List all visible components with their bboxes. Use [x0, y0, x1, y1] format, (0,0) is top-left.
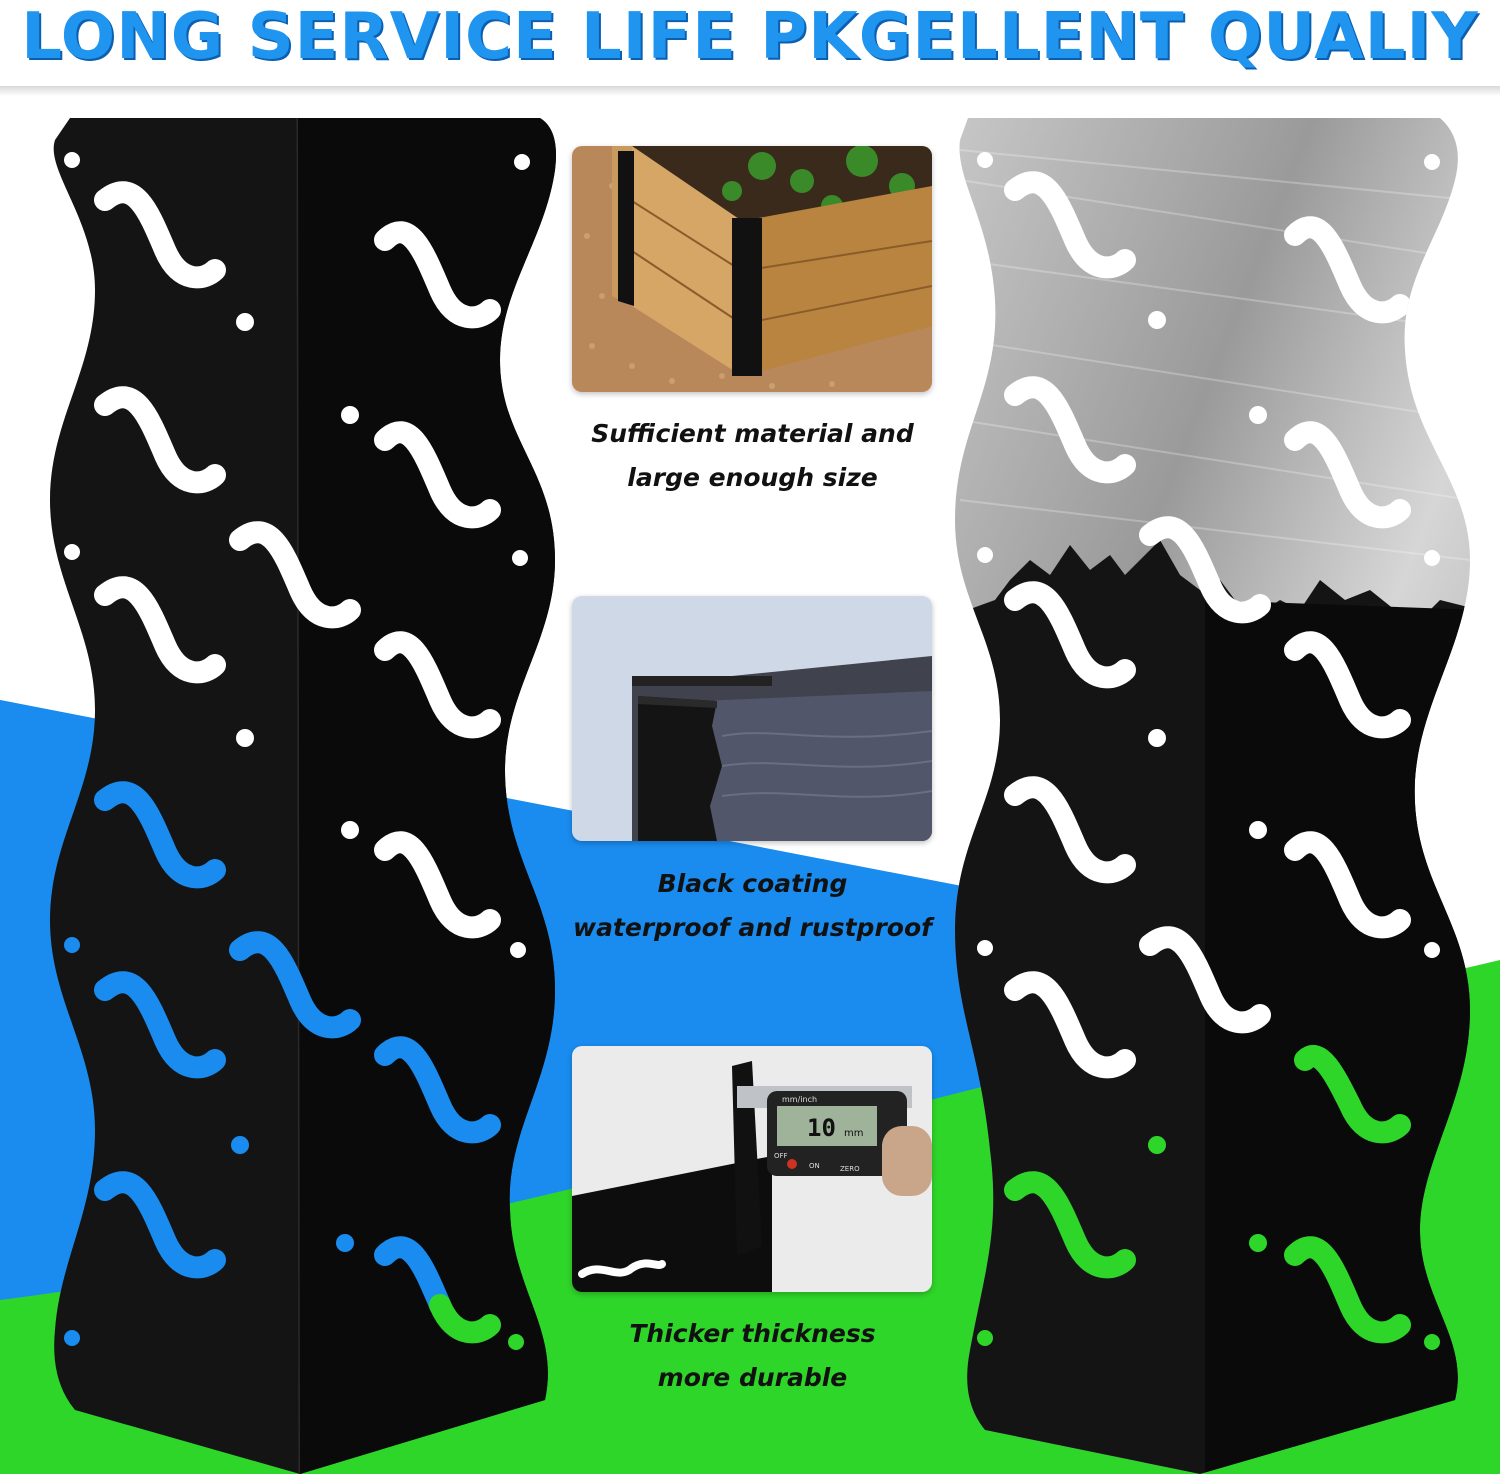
caliper-photo: 10 mm mm/inch OFF ON ZERO: [572, 1046, 932, 1292]
feature-1-line2: large enough size: [627, 463, 878, 492]
feature-3-line1: Thicker thickness: [629, 1319, 876, 1348]
feature-caption-3: Thicker thickness more durable: [540, 1312, 965, 1400]
headline-text: LONG SERVICE LIFE PKGELLENT QUALIY: [21, 0, 1479, 74]
black-coating-photo: [572, 596, 932, 841]
caliper-btn-on: ON: [809, 1162, 820, 1170]
steel-to-black-bracket-right: [955, 118, 1470, 1474]
feature-3-line2: more durable: [657, 1363, 848, 1392]
header-divider: [0, 86, 1500, 96]
headline-banner: LONG SERVICE LIFE PKGELLENT QUALIY: [0, 0, 1500, 88]
caliper-brand: mm/inch: [782, 1095, 817, 1104]
raised-bed-photo: [572, 146, 932, 392]
feature-1-line1: Sufficient material and: [591, 419, 914, 448]
feature-2-line2: waterproof and rustproof: [572, 913, 933, 942]
caliper-reading: 10: [807, 1114, 836, 1142]
black-corner-bracket-left: [50, 117, 556, 1474]
caliper-btn-zero: ZERO: [840, 1165, 860, 1173]
caliper-btn-off: OFF: [774, 1152, 788, 1160]
caliper-unit: mm: [844, 1128, 863, 1139]
feature-2-line1: Black coating: [657, 869, 848, 898]
feature-caption-2: Black coating waterproof and rustproof: [540, 862, 965, 950]
feature-caption-1: Sufficient material and large enough siz…: [540, 412, 965, 500]
